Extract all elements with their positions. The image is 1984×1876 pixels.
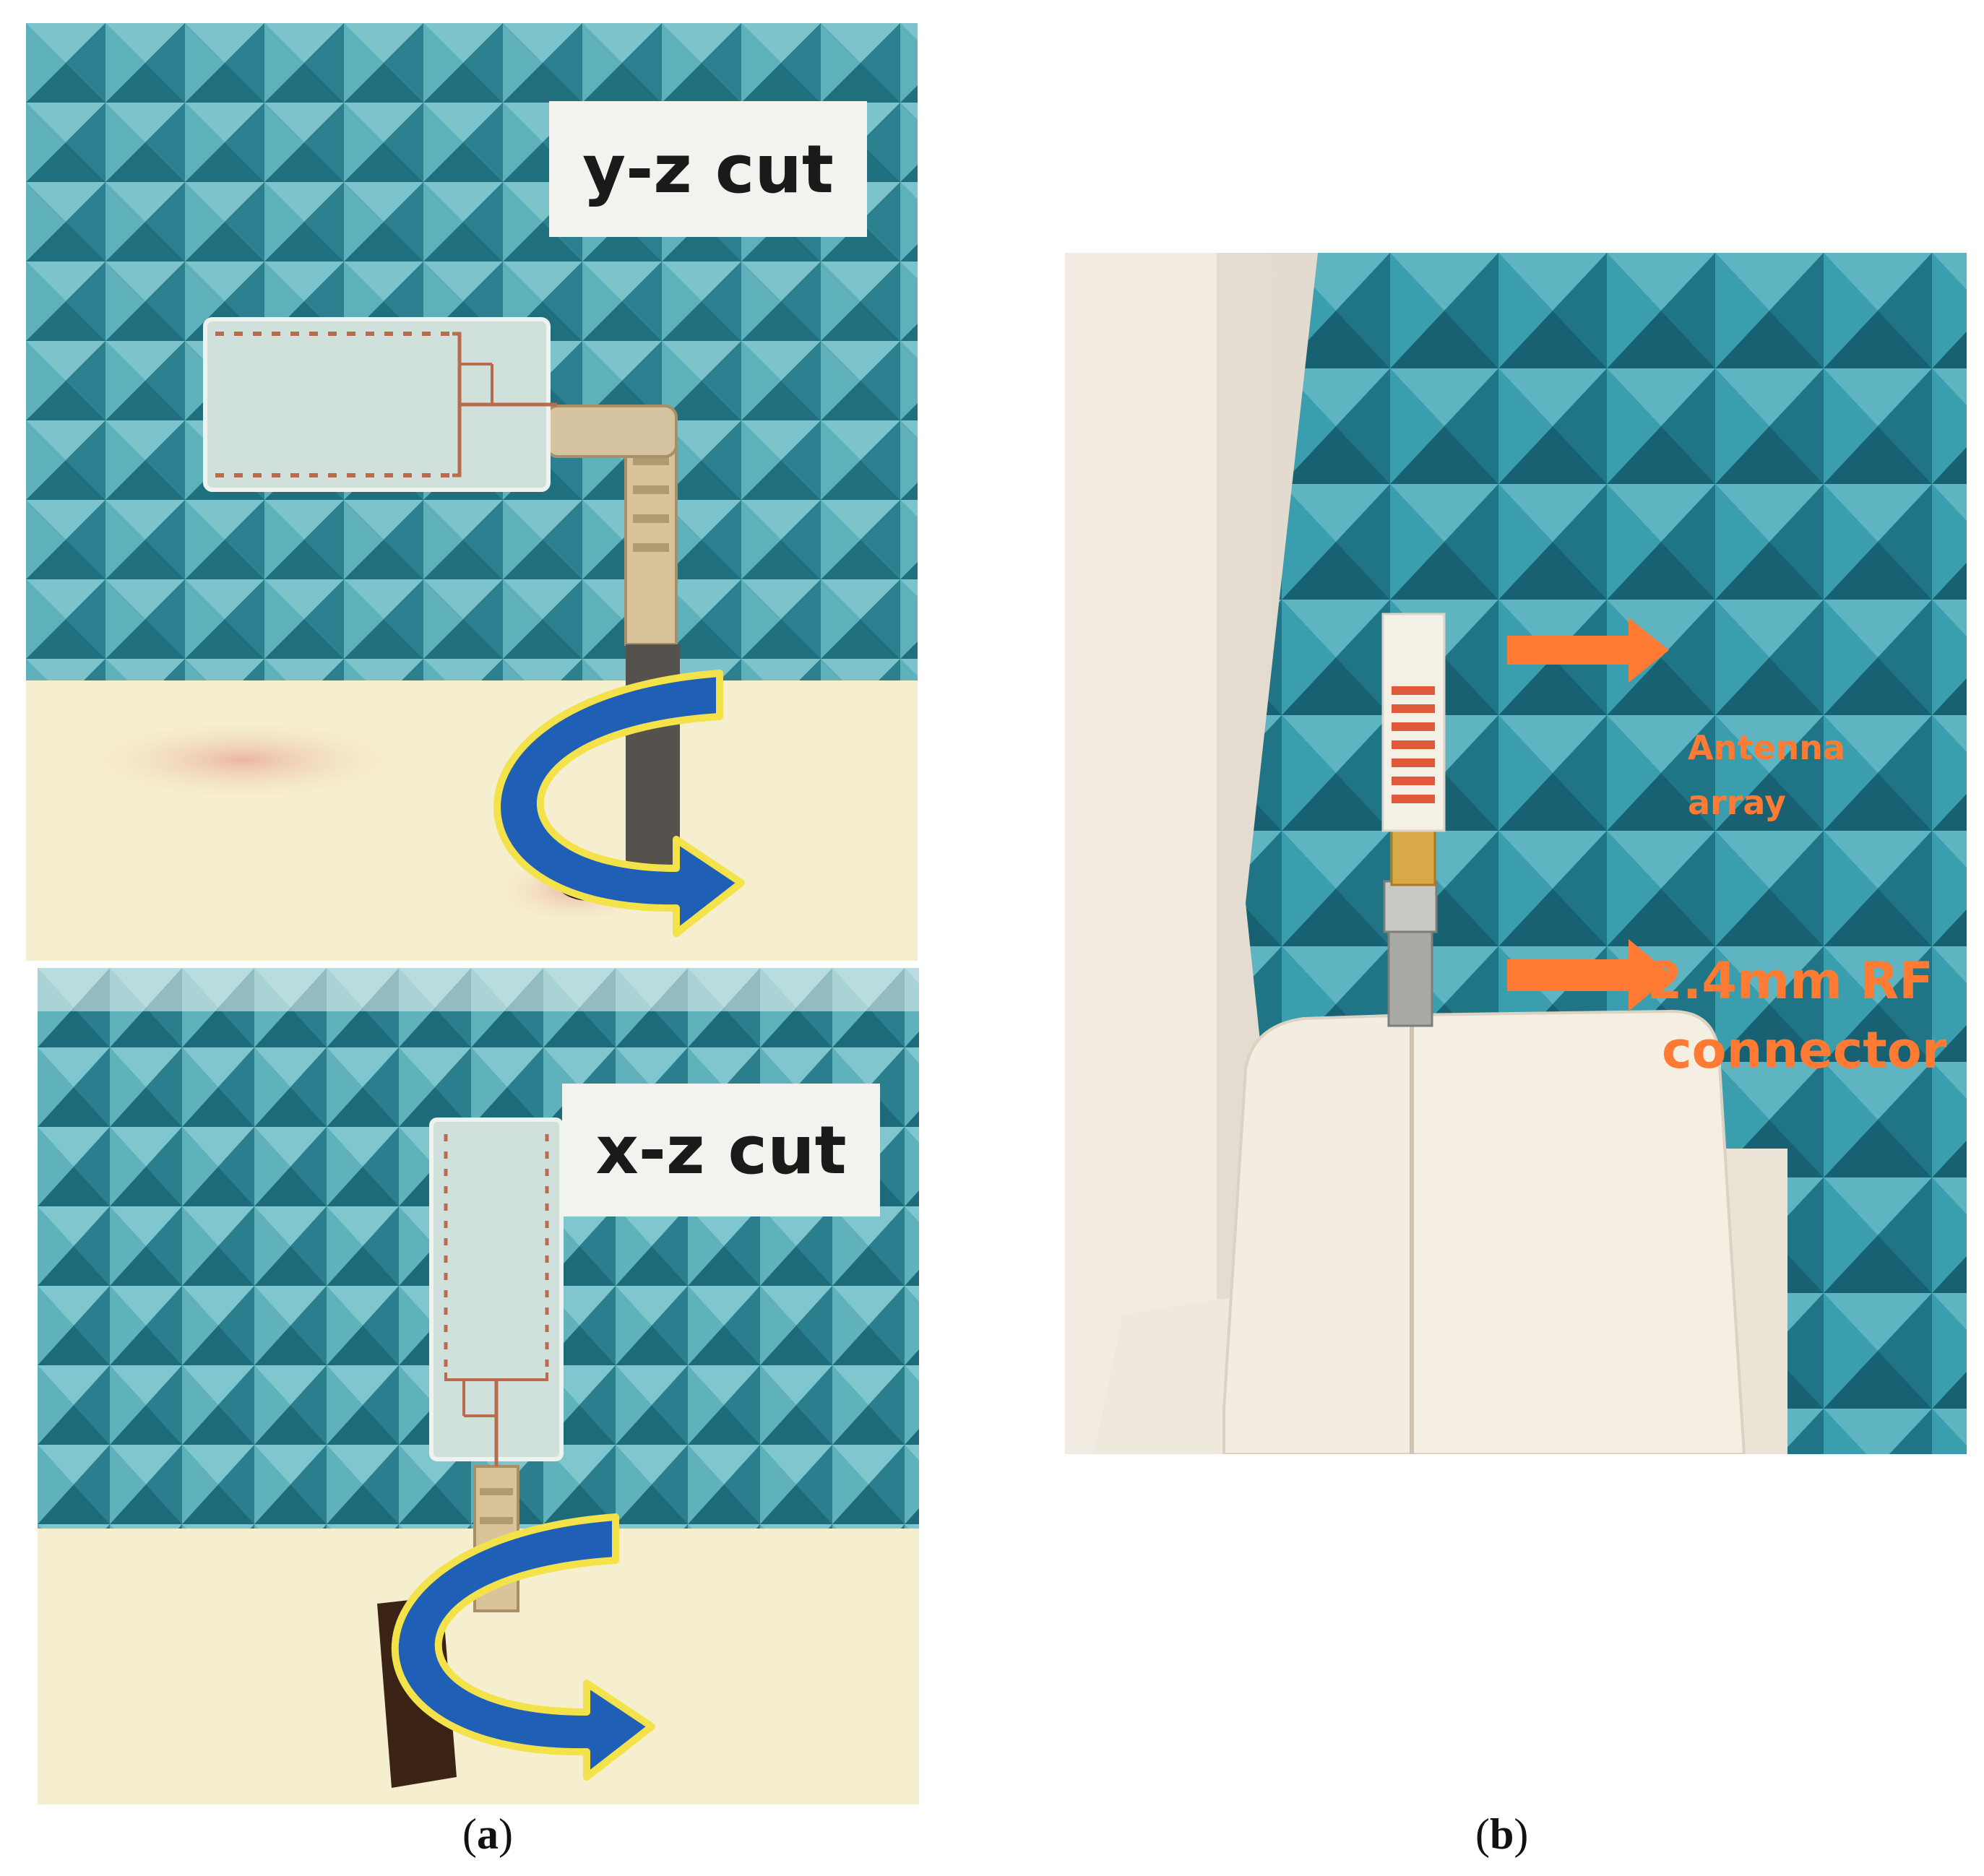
antenna-setup-photo (1065, 253, 1967, 1454)
antenna-array-label-line2: array (1688, 783, 1787, 822)
antenna-array-label: Antenna (1688, 728, 1846, 767)
caption-b-open: ( (1475, 1810, 1490, 1858)
rf-connector-label-line2: connector (1662, 1021, 1947, 1080)
caption-a-open: ( (462, 1810, 477, 1858)
antenna-board-horizontal (203, 317, 557, 492)
antenna-board-vertical (429, 1118, 564, 1466)
antenna-setup-photo-image (1065, 253, 1967, 1454)
caption-b-close: ) (1514, 1810, 1529, 1858)
rf-connector-label: 2.4mm RF (1647, 951, 1933, 1011)
curved-rotation-arrow-icon (493, 670, 745, 937)
xz-cut-label: x-z cut (562, 1084, 880, 1216)
xz-cut-photo-image (38, 968, 919, 1804)
xz-cut-photo: x-z cut (38, 968, 919, 1804)
caption-a: (a) (462, 1810, 513, 1859)
caption-b: (b) (1475, 1810, 1528, 1859)
curved-rotation-arrow-icon (391, 1513, 655, 1781)
caption-a-close: ) (498, 1810, 513, 1858)
orange-right-arrow-icon (1507, 939, 1672, 1011)
yz-cut-label: y-z cut (549, 101, 867, 237)
orange-right-arrow-icon (1507, 618, 1669, 683)
caption-a-letter: a (476, 1810, 499, 1858)
antenna-array-board (1381, 613, 1446, 832)
yz-cut-photo: y-z cut (26, 23, 918, 961)
caption-b-letter: b (1489, 1810, 1514, 1858)
